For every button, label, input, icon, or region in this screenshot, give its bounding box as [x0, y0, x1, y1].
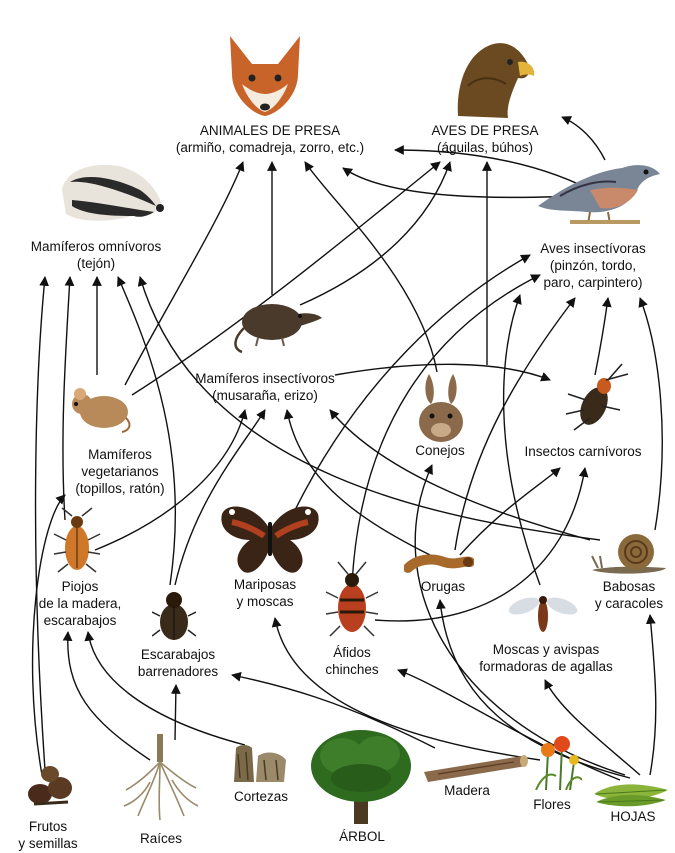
arrow-vegetarianos-to-aves-presa: [132, 162, 440, 395]
flowers-icon: [530, 732, 582, 790]
arrow-babosas-to-omnivoros: [140, 277, 600, 540]
fox-icon: [222, 34, 308, 118]
label-orugas: Orugas: [408, 578, 478, 595]
snail-icon: [590, 528, 670, 576]
label-mamiferos-insectivoros: Mamíferos insectívoros (musaraña, erizo): [180, 370, 350, 404]
label-raices: Raíces: [126, 830, 196, 847]
wood-louse-icon: [52, 506, 102, 578]
label-mamiferos-omnivoros: Mamíferos omnívoros (tejón): [6, 238, 186, 272]
caterpillar-icon: [404, 552, 474, 576]
label-flores: Flores: [520, 796, 584, 813]
label-afidos: Áfidos chinches: [312, 644, 392, 678]
carnivorous-insect-icon: [560, 360, 632, 434]
label-escarabajos-barrenadores: Escarabajos barrenadores: [118, 646, 238, 680]
fruits-seeds-icon: [24, 760, 78, 812]
label-mamiferos-vegetarianos: Mamíferos vegetarianos (topillos, ratón): [50, 446, 190, 497]
arrow-babosas-to-aves: [640, 298, 662, 530]
eagle-icon: [448, 36, 538, 120]
arrow-orugas-to-carnivoros: [460, 468, 560, 555]
label-babosas: Babosas y caracoles: [586, 578, 672, 612]
label-piojos: Piojos de la madera, escarabajos: [20, 578, 140, 629]
label-animales-de-presa: ANIMALES DE PRESA (armiño, comadreja, zo…: [140, 122, 400, 156]
mouse-icon: [68, 382, 134, 434]
label-hojas: HOJAS: [598, 808, 668, 825]
tree-icon: [306, 726, 416, 826]
label-aves-de-presa: AVES DE PRESA (águilas, búhos): [415, 122, 555, 156]
label-mariposas: Mariposas y moscas: [220, 576, 310, 610]
bark-icon: [232, 742, 288, 784]
badger-icon: [56, 160, 166, 230]
gall-wasp-icon: [508, 586, 578, 636]
label-madera: Madera: [432, 782, 502, 799]
butterfly-icon: [218, 500, 322, 576]
bird-icon: [530, 150, 665, 228]
label-moscas-avispas: Moscas y avispas formadoras de agallas: [466, 641, 626, 675]
rabbit-icon: [413, 370, 469, 442]
boring-beetle-icon: [152, 586, 196, 644]
label-frutos: Frutos y semillas: [10, 818, 86, 852]
arrow-moscas-to-aves: [504, 295, 540, 585]
roots-icon: [120, 732, 200, 822]
label-insectos-carnivoros: Insectos carnívoros: [508, 443, 658, 460]
aphid-bug-icon: [324, 560, 380, 642]
label-cortezas: Cortezas: [216, 788, 306, 805]
label-aves-insectivoras: Aves insectívoras (pinzón, tordo, paro, …: [518, 240, 668, 291]
arrow-orugas-to-aves: [455, 298, 575, 550]
shrew-icon: [228, 288, 324, 358]
label-conejos: Conejos: [400, 442, 480, 459]
label-arbol: ÁRBOL: [320, 828, 404, 845]
wood-log-icon: [418, 748, 530, 782]
arrow-frutos-to-omnivoros: [36, 277, 45, 770]
leaves-icon: [592, 776, 670, 808]
arrow-hojas-to-babosas: [650, 615, 656, 775]
